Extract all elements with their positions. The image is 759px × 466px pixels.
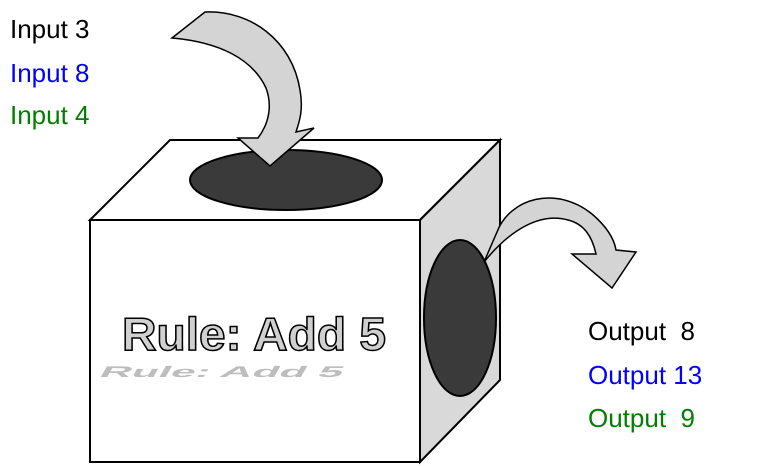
output-label-2: Output 13 xyxy=(588,360,703,390)
output-label-1: Output 8 xyxy=(588,316,695,346)
output-arrow xyxy=(483,197,638,290)
input-arrow xyxy=(170,11,315,167)
input-label-1: Input 3 xyxy=(10,14,90,44)
rule-label-group: Rule: Add 5 Rule: Add 5 xyxy=(96,307,387,381)
rule-label: Rule: Add 5 xyxy=(122,308,386,360)
output-hole xyxy=(423,239,497,397)
input-hole xyxy=(189,149,383,211)
input-label-3: Input 4 xyxy=(10,100,90,130)
rule-label-shadow: Rule: Add 5 xyxy=(96,364,349,381)
box-front-face xyxy=(89,219,421,463)
input-label-2: Input 8 xyxy=(10,58,90,88)
output-label-3: Output 9 xyxy=(588,403,695,433)
